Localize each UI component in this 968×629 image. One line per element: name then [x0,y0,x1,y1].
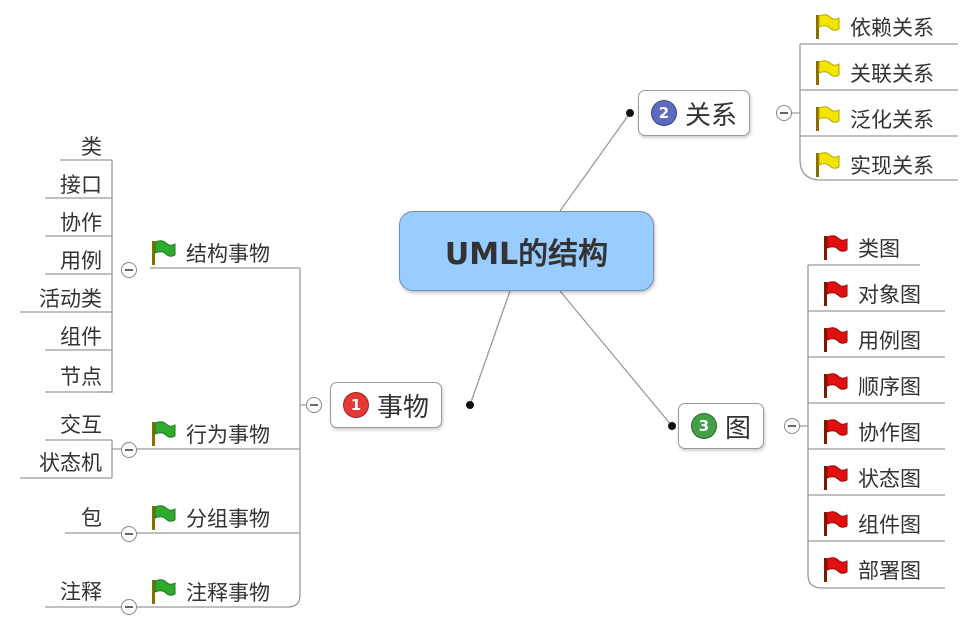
collapse-icon[interactable] [121,526,137,542]
diagram-item-label: 部署图 [858,559,921,583]
subtopic-behavioral[interactable]: 行为事物 [150,419,270,449]
relations-item[interactable]: 泛化关系 [814,104,934,134]
badge-1-icon: 1 [343,392,369,418]
structural-item[interactable]: 节点 [40,362,102,392]
badge-2-icon: 2 [651,100,677,126]
red-flag-icon [824,327,848,352]
structural-item[interactable]: 用例 [40,246,102,276]
relations-item[interactable]: 实现关系 [814,150,934,180]
structural-item[interactable]: 接口 [40,170,102,200]
red-flag-icon [824,511,848,536]
behavioral-item-label: 交互 [60,413,102,437]
structural-item[interactable]: 活动类 [14,284,102,314]
structural-item[interactable]: 协作 [40,208,102,238]
behavioral-item-label: 状态机 [39,451,102,475]
structural-item[interactable]: 类 [60,132,102,162]
red-flag-icon [824,373,848,398]
yellow-flag-icon [816,106,840,131]
relations-item[interactable]: 关联关系 [814,58,934,88]
red-flag-icon [824,419,848,444]
green-flag-icon [152,421,176,446]
red-flag-icon [824,465,848,490]
structural-item-label: 协作 [60,211,102,235]
subtopic-structural[interactable]: 结构事物 [150,238,270,268]
diagram-item-label: 顺序图 [858,375,921,399]
topic-relations[interactable]: 2 关系 [638,90,751,136]
diagram-item[interactable]: 状态图 [822,463,921,493]
subtopic-structural-label: 结构事物 [186,242,270,266]
structural-item-label: 活动类 [39,287,102,311]
diagram-item-label: 用例图 [858,329,921,353]
behavioral-item[interactable]: 状态机 [14,448,102,478]
yellow-flag-icon [816,152,840,177]
relations-item-label: 依赖关系 [850,16,934,40]
topic-relations-label: 关系 [685,100,738,131]
structural-item-label: 用例 [60,249,102,273]
grouping-item-label: 包 [81,506,102,530]
relations-item-label: 关联关系 [850,62,934,86]
topic-things-label: 事物 [377,392,430,423]
structural-item-label: 节点 [60,365,102,389]
subtopic-annotational-label: 注释事物 [186,581,270,605]
relations-item-label: 实现关系 [850,154,934,178]
badge-3-icon: 3 [691,413,717,439]
collapse-icon[interactable] [306,397,322,413]
red-flag-icon [824,235,848,260]
structural-item-label: 接口 [60,173,102,197]
structural-item-label: 类 [81,135,102,159]
green-flag-icon [152,505,176,530]
green-flag-icon [152,240,176,265]
structural-item[interactable]: 组件 [40,322,102,352]
collapse-icon[interactable] [121,442,137,458]
subtopic-behavioral-label: 行为事物 [186,423,270,447]
diagram-item-label: 类图 [858,237,900,261]
relations-item-label: 泛化关系 [850,108,934,132]
subtopic-grouping[interactable]: 分组事物 [150,503,270,533]
yellow-flag-icon [816,60,840,85]
diagram-item-label: 协作图 [858,421,921,445]
topic-things[interactable]: 1 事物 [330,382,443,428]
topic-diagrams[interactable]: 3 图 [678,403,765,449]
diagram-item[interactable]: 组件图 [822,509,921,539]
collapse-icon[interactable] [121,262,137,278]
diagram-item-label: 对象图 [858,283,921,307]
grouping-item[interactable]: 包 [60,503,102,533]
topic-diagrams-label: 图 [725,413,752,444]
central-topic-label: UML的结构 [444,237,609,272]
structural-item-label: 组件 [60,325,102,349]
diagram-item[interactable]: 用例图 [822,325,921,355]
collapse-icon[interactable] [776,105,792,121]
diagram-item-label: 组件图 [858,513,921,537]
central-topic[interactable]: UML的结构 [399,211,654,291]
annotational-item-label: 注释 [60,580,102,604]
red-flag-icon [824,557,848,582]
subtopic-annotational[interactable]: 注释事物 [150,577,270,607]
diagram-item[interactable]: 类图 [822,233,900,263]
diagram-item[interactable]: 顺序图 [822,371,921,401]
diagram-item[interactable]: 协作图 [822,417,921,447]
yellow-flag-icon [816,14,840,39]
behavioral-item[interactable]: 交互 [40,410,102,440]
diagram-item[interactable]: 对象图 [822,279,921,309]
red-flag-icon [824,281,848,306]
relations-item[interactable]: 依赖关系 [814,12,934,42]
diagram-item[interactable]: 部署图 [822,555,921,585]
collapse-icon[interactable] [784,418,800,434]
green-flag-icon [152,579,176,604]
collapse-icon[interactable] [121,599,137,615]
annotational-item[interactable]: 注释 [40,577,102,607]
diagram-item-label: 状态图 [858,467,921,491]
subtopic-grouping-label: 分组事物 [186,507,270,531]
